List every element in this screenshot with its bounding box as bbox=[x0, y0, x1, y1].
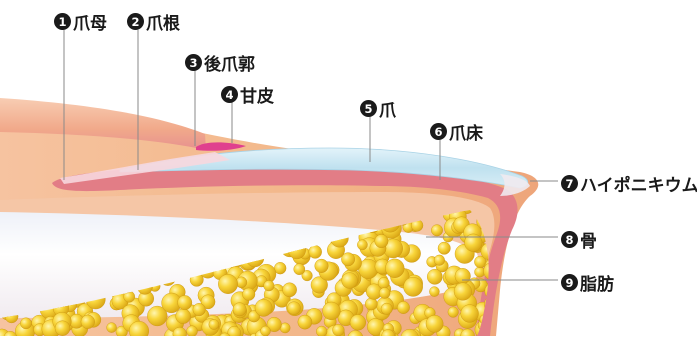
fat-globule bbox=[261, 326, 271, 336]
fat-globule bbox=[434, 255, 445, 266]
fat-globule bbox=[309, 245, 322, 258]
fat-globule bbox=[455, 268, 471, 284]
fat-globule bbox=[426, 315, 443, 332]
label-nail-plate: 5 爪 bbox=[360, 96, 396, 121]
label-text-bone: 骨 bbox=[580, 227, 597, 252]
fat-globule bbox=[375, 234, 388, 247]
fat-globule bbox=[429, 287, 439, 297]
label-text-nail-bed: 爪床 bbox=[449, 119, 483, 144]
fat-globule bbox=[357, 240, 367, 250]
fat-globule bbox=[264, 280, 275, 291]
fat-globule bbox=[438, 242, 450, 254]
fat-globule bbox=[288, 302, 301, 315]
label-nail-matrix: 1 爪母 bbox=[54, 9, 107, 34]
label-number-8: 8 bbox=[561, 231, 578, 248]
fat-globule bbox=[316, 326, 327, 336]
label-text-nail-plate: 爪 bbox=[379, 96, 396, 121]
label-text-hyponychium: ハイポニキウム bbox=[580, 171, 697, 196]
fat-globule bbox=[298, 315, 312, 329]
fat-globule bbox=[342, 273, 358, 289]
fat-globule bbox=[475, 267, 485, 277]
label-text-cuticle: 甘皮 bbox=[240, 82, 274, 107]
label-nail-root: 2 爪根 bbox=[127, 9, 180, 34]
fat-globule bbox=[193, 303, 206, 316]
label-fat: 9 脂肪 bbox=[561, 270, 614, 295]
label-number-3: 3 bbox=[185, 54, 202, 71]
fat-globule bbox=[381, 303, 392, 314]
fat-globule bbox=[178, 295, 192, 309]
label-bone: 8 骨 bbox=[561, 227, 597, 252]
fat-globule bbox=[255, 299, 272, 316]
fat-globule bbox=[107, 323, 117, 333]
fat-globule bbox=[341, 253, 354, 266]
fat-globule bbox=[333, 324, 345, 336]
fat-globule bbox=[209, 319, 219, 329]
fat-globule bbox=[397, 301, 409, 313]
label-number-6: 6 bbox=[430, 123, 447, 140]
fat-globule bbox=[315, 259, 329, 273]
fat-globule bbox=[365, 298, 377, 310]
fat-globule bbox=[427, 269, 442, 284]
fat-globule bbox=[379, 288, 390, 299]
label-number-5: 5 bbox=[360, 100, 377, 117]
fat-globule bbox=[404, 277, 423, 296]
fat-globule bbox=[431, 225, 442, 236]
fat-globule bbox=[294, 264, 305, 275]
label-hyponychium: 7 ハイポニキウム bbox=[561, 171, 697, 196]
label-number-7: 7 bbox=[561, 175, 578, 192]
fat-globule bbox=[233, 303, 246, 316]
fat-globule bbox=[176, 309, 191, 324]
fat-globule bbox=[81, 315, 95, 329]
label-nail-bed: 6 爪床 bbox=[430, 119, 483, 144]
fat-globule bbox=[323, 302, 341, 320]
fat-globule bbox=[385, 259, 404, 278]
label-text-nail-matrix: 爪母 bbox=[73, 9, 107, 34]
label-number-1: 1 bbox=[54, 13, 71, 30]
fat-globule bbox=[448, 307, 459, 318]
label-text-proximal-nail-fold: 後爪郭 bbox=[204, 50, 255, 75]
fat-globule bbox=[350, 315, 366, 331]
label-number-2: 2 bbox=[127, 13, 144, 30]
label-number-4: 4 bbox=[221, 86, 238, 103]
fat-globule bbox=[187, 326, 198, 336]
fat-globule bbox=[461, 305, 479, 323]
fat-globule bbox=[20, 318, 31, 329]
fat-globule bbox=[242, 288, 255, 301]
label-text-fat: 脂肪 bbox=[580, 270, 614, 295]
label-cuticle: 4 甘皮 bbox=[221, 82, 274, 107]
label-text-nail-root: 爪根 bbox=[146, 9, 180, 34]
label-proximal-nail-fold: 3 後爪郭 bbox=[185, 50, 255, 75]
fat-globule bbox=[55, 321, 70, 336]
fat-globule bbox=[218, 274, 237, 293]
fat-globule bbox=[454, 283, 472, 301]
label-number-9: 9 bbox=[561, 274, 578, 291]
fat-globule bbox=[283, 283, 297, 297]
fat-globule bbox=[378, 277, 389, 288]
